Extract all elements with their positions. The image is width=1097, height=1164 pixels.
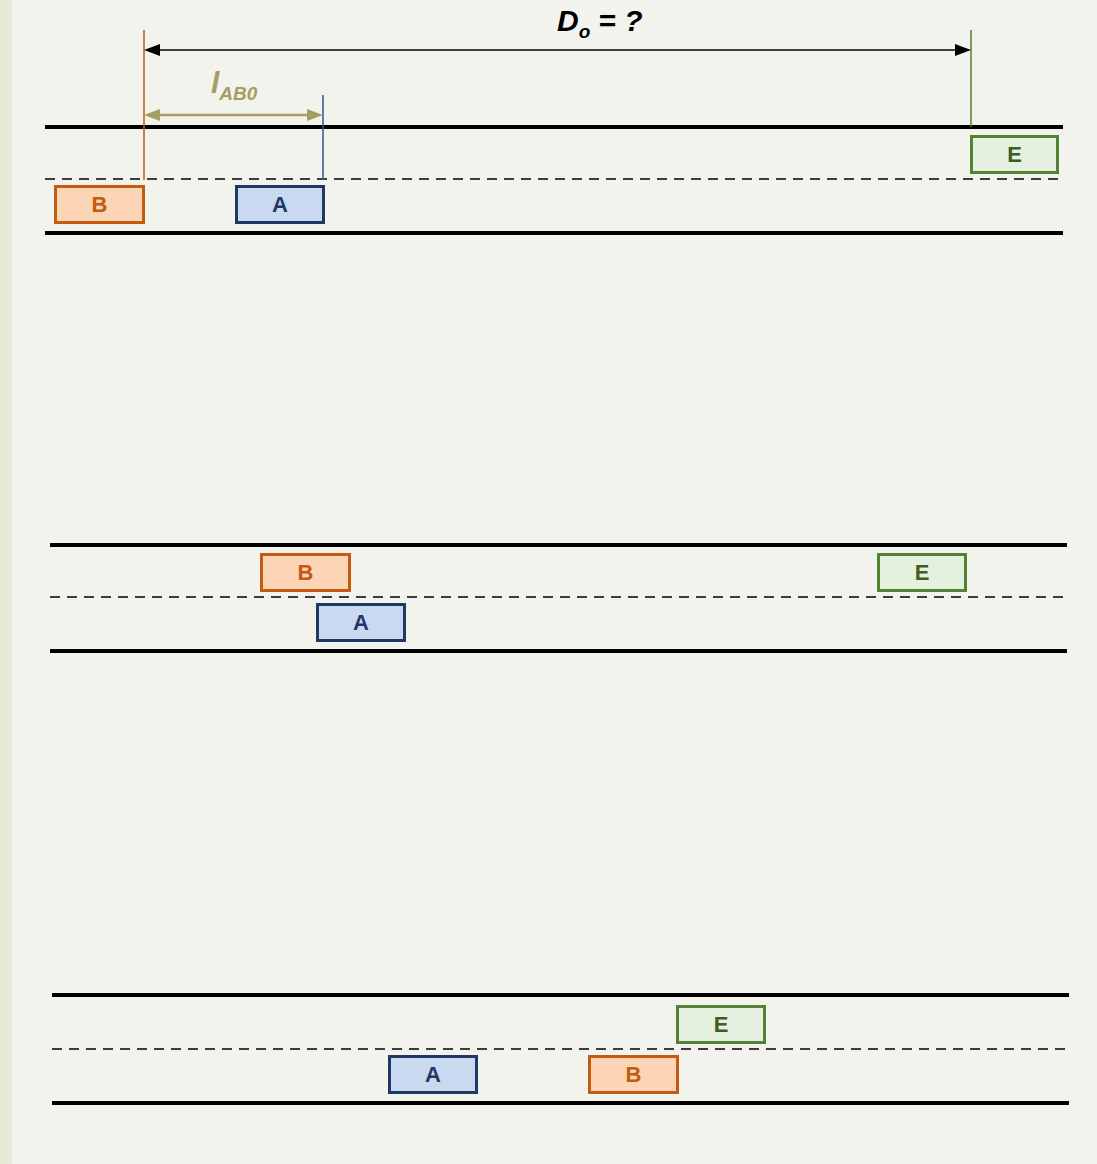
car-label: E — [1007, 144, 1022, 166]
car-label: E — [915, 562, 930, 584]
road-scene-3 — [52, 995, 1069, 1103]
car-label: B — [298, 562, 314, 584]
car-label: A — [425, 1064, 441, 1086]
car-a-box: A — [235, 185, 325, 224]
background-edge — [0, 0, 12, 1164]
dimension-lines — [144, 30, 971, 180]
car-a-box: A — [388, 1055, 478, 1094]
distance-label: Do= ? — [553, 4, 646, 38]
road-scene-1 — [45, 127, 1063, 233]
car-b-box: B — [588, 1055, 679, 1094]
subscript: AB0 — [219, 83, 257, 105]
car-e-box: E — [877, 553, 967, 592]
car-a-box: A — [316, 603, 406, 642]
car-e-box: E — [970, 135, 1059, 174]
car-b-box: B — [54, 185, 145, 224]
dimension-text: D — [557, 4, 579, 38]
gap-label: lAB0 — [207, 66, 261, 100]
subscript: o — [579, 21, 591, 43]
road-scene-2 — [50, 545, 1067, 651]
dimension-text: l — [211, 66, 219, 100]
car-label: E — [714, 1014, 729, 1036]
car-b-box: B — [260, 553, 351, 592]
car-e-box: E — [676, 1005, 766, 1044]
dimension-text: = ? — [598, 4, 642, 38]
car-label: B — [92, 194, 108, 216]
car-label: A — [272, 194, 288, 216]
car-label: A — [353, 612, 369, 634]
car-label: B — [626, 1064, 642, 1086]
